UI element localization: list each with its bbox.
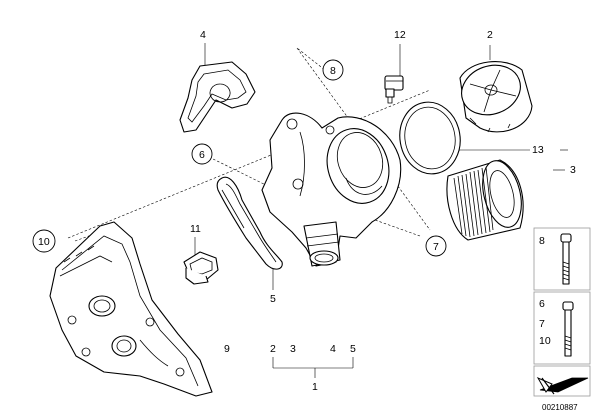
- callout-3: 3: [570, 164, 576, 176]
- callout-1: 1: [312, 381, 318, 393]
- side-panel-box-2: [533, 291, 591, 365]
- bolt-short-icon: [562, 301, 574, 357]
- callout-2: 2: [487, 29, 493, 41]
- callout-circle-10: [32, 229, 56, 253]
- callout-labels: 4 12 2 13 3 11 5 9 1 8 6 7 10: [32, 29, 576, 393]
- callout-circle-6: [191, 143, 213, 165]
- filter-housing-part-7: [261, 112, 402, 267]
- callout-4: 4: [200, 29, 206, 41]
- o-ring-part-13: [399, 101, 461, 175]
- plug-part-11: [183, 251, 219, 285]
- side-panel-label-10: 10: [539, 335, 551, 347]
- side-panel-label-7: 7: [539, 318, 545, 330]
- direction-arrow-icon: [536, 376, 589, 395]
- bracket-item-5: 5: [350, 343, 356, 355]
- bolt-long-icon: [560, 233, 572, 285]
- callout-12: 12: [394, 29, 406, 41]
- side-panel: 8 6 7 10: [533, 227, 591, 397]
- bracket-group-1: 2 3 4 5: [270, 343, 356, 378]
- gasket-loop-part-6: [216, 176, 283, 270]
- base-housing-part-10: [49, 221, 213, 397]
- side-panel-label-6: 6: [539, 298, 545, 310]
- callout-10: 10: [38, 236, 50, 248]
- side-panel-label-8: 8: [539, 235, 545, 247]
- callout-circle-8: [322, 59, 344, 81]
- callout-8: 8: [330, 65, 336, 77]
- bracket-item-3: 3: [290, 343, 296, 355]
- sensor-part-12: [384, 75, 404, 104]
- gasket-part-4: [179, 61, 256, 133]
- filter-element-part-3: [446, 159, 524, 241]
- callout-11: 11: [190, 223, 201, 235]
- callout-7: 7: [433, 241, 439, 253]
- callout-circle-7: [425, 235, 447, 257]
- bracket-item-4: 4: [330, 343, 336, 355]
- callout-13: 13: [532, 144, 544, 156]
- callout-9: 9: [224, 343, 230, 355]
- callout-6: 6: [199, 149, 205, 161]
- bracket-item-2: 2: [270, 343, 276, 355]
- diagram-id: 00210887: [542, 403, 578, 412]
- callout-5: 5: [270, 293, 276, 305]
- filter-cap-part-2: [459, 61, 533, 133]
